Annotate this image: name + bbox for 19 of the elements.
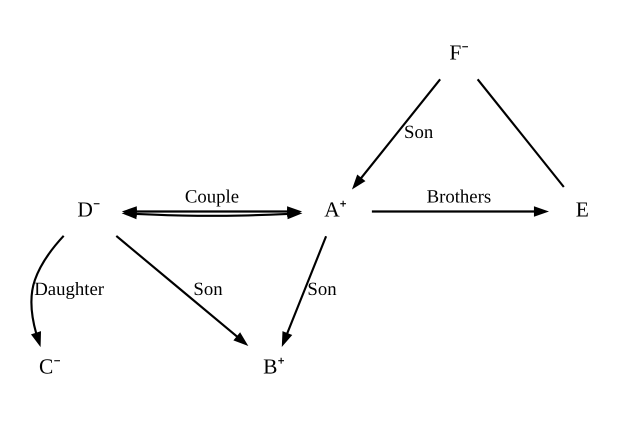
arrow (282, 235, 328, 347)
edge-label: Son (307, 278, 337, 300)
edge-label: Son (193, 278, 223, 300)
edge-label: Daughter (34, 278, 104, 300)
node-text: B⁺ (263, 354, 284, 378)
node-text: C⁻ (39, 354, 60, 378)
node-text: E (576, 197, 589, 222)
arrow (352, 78, 441, 190)
arrow (30, 234, 64, 347)
edge-label: Brothers (426, 186, 492, 207)
node-text: A⁺ (324, 197, 347, 222)
arrow (116, 234, 248, 346)
node-text: D⁻ (77, 197, 100, 222)
edge-label: Couple (184, 186, 240, 207)
arrow (122, 208, 302, 219)
connector (476, 78, 565, 188)
arrow (372, 206, 549, 216)
node-text: F⁻ (449, 40, 468, 64)
edge-label: Son (404, 121, 434, 142)
